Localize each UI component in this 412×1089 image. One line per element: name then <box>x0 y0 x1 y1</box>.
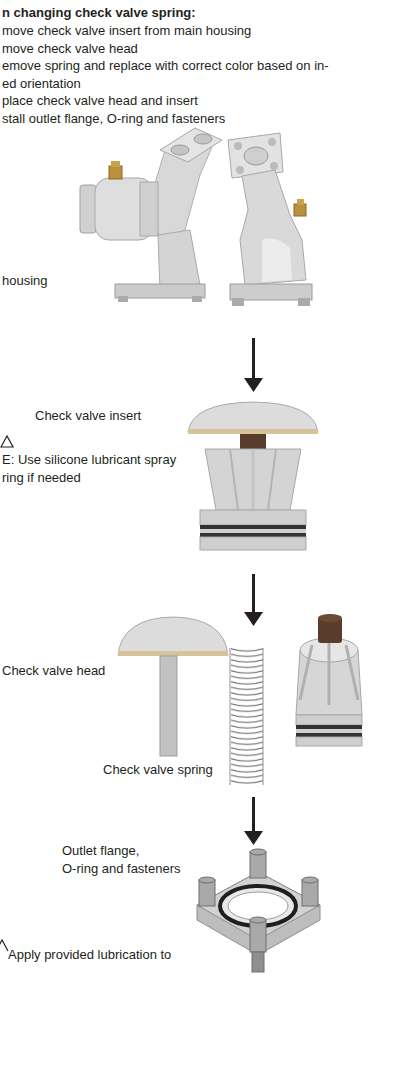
illustration-part <box>140 182 158 236</box>
text-line: E: Use silicone lubricant spray <box>2 451 176 469</box>
part-label: Apply provided lubrication to <box>8 946 171 964</box>
insert-body <box>296 614 362 746</box>
illustration-part <box>188 429 318 434</box>
illustration-part <box>268 138 276 146</box>
illustration-part <box>194 134 212 144</box>
illustration-part <box>296 733 362 737</box>
part-label: Outlet flange, O-ring and fasteners <box>62 842 181 877</box>
illustration-part <box>199 877 215 883</box>
illustration-part <box>296 715 362 725</box>
illustration-part <box>268 449 276 510</box>
check-valve-spring <box>230 648 263 785</box>
illustration-part <box>230 648 263 785</box>
illustration-part <box>250 917 266 923</box>
illustration-part <box>200 529 306 533</box>
part-label: E: Use silicone lubricant spray ring if … <box>2 451 176 486</box>
illustration-part <box>192 296 202 302</box>
illustration-part <box>118 617 228 655</box>
illustration-part <box>250 920 266 952</box>
part-label: Check valve insert <box>35 407 141 425</box>
illustration-part <box>0 940 8 951</box>
text-line: ring if needed <box>2 469 176 487</box>
illustration-part <box>236 166 244 174</box>
illustration-part <box>160 128 222 162</box>
illustration-part <box>200 533 306 537</box>
illustration-part <box>118 651 228 656</box>
illustration-part <box>244 612 263 626</box>
illustration-part <box>318 614 342 622</box>
illustration-part <box>252 797 255 833</box>
illustration-part <box>1 436 13 447</box>
illustration-part <box>199 849 318 972</box>
illustration-part <box>109 166 122 179</box>
main-housing-left <box>80 128 222 302</box>
instruction-step: stall outlet flange, O-ring and fastener… <box>2 110 225 128</box>
illustration-part <box>252 449 255 510</box>
illustration-part <box>158 230 200 290</box>
part-label: housing <box>2 272 48 290</box>
illustration-part <box>262 239 292 282</box>
illustration-part <box>234 142 242 150</box>
illustration-part <box>199 880 215 906</box>
illustration-part <box>244 831 263 845</box>
illustration-part <box>220 886 296 926</box>
illustration-part <box>188 402 318 432</box>
illustration-part <box>244 378 263 392</box>
illustration-part <box>230 449 238 510</box>
illustration-part <box>296 729 362 733</box>
illustration-part <box>228 892 288 920</box>
instruction-step: move check valve head <box>2 40 138 58</box>
illustration-part <box>302 877 318 883</box>
text-line: ed orientation <box>2 75 329 93</box>
instruction-step: move check valve insert from main housin… <box>2 22 251 40</box>
check-valve-insert <box>188 402 318 550</box>
outlet-flange <box>197 849 320 972</box>
illustration-part <box>250 852 266 878</box>
illustration-part <box>171 145 189 155</box>
illustration-part <box>197 872 320 955</box>
illustration-part <box>250 849 266 855</box>
illustration-part <box>160 656 177 756</box>
illustration-part <box>115 284 205 298</box>
illustration-part <box>200 525 306 529</box>
illustration-part <box>205 449 301 510</box>
check-valve-head <box>118 617 228 756</box>
main-housing-right <box>228 133 312 306</box>
heading: n changing check valve spring: <box>2 4 196 22</box>
instruction-step: emove spring and replace with correct co… <box>2 57 329 92</box>
illustration-part <box>240 434 266 449</box>
illustration-part <box>302 880 318 906</box>
illustration-part <box>200 537 306 550</box>
text-line: emove spring and replace with correct co… <box>2 57 329 75</box>
illustration-part <box>252 338 255 380</box>
text-line: O-ring and fasteners <box>62 860 181 878</box>
illustration-part <box>298 298 310 306</box>
illustration-part <box>244 147 268 165</box>
illustration-part <box>230 648 263 785</box>
illustration-part <box>118 296 128 302</box>
illustration-part <box>111 161 120 167</box>
illustration-part <box>230 284 312 300</box>
illustration-part <box>80 185 96 233</box>
illustration-part <box>270 162 278 170</box>
illustration-part <box>294 204 306 216</box>
illustration-part <box>252 574 255 614</box>
warning-symbol <box>0 436 13 951</box>
illustration-part <box>232 298 244 306</box>
instruction-step: place check valve head and insert <box>2 92 198 110</box>
part-label: Check valve spring <box>103 761 213 779</box>
illustration-part <box>252 952 264 972</box>
illustration-part <box>296 737 362 746</box>
illustration-part <box>296 725 362 729</box>
illustration-part <box>200 510 306 525</box>
illustration-part <box>240 170 306 285</box>
part-label: Check valve head <box>2 662 105 680</box>
illustration-part <box>300 640 358 705</box>
illustration-part <box>297 199 304 205</box>
text-line: Outlet flange, <box>62 842 181 860</box>
